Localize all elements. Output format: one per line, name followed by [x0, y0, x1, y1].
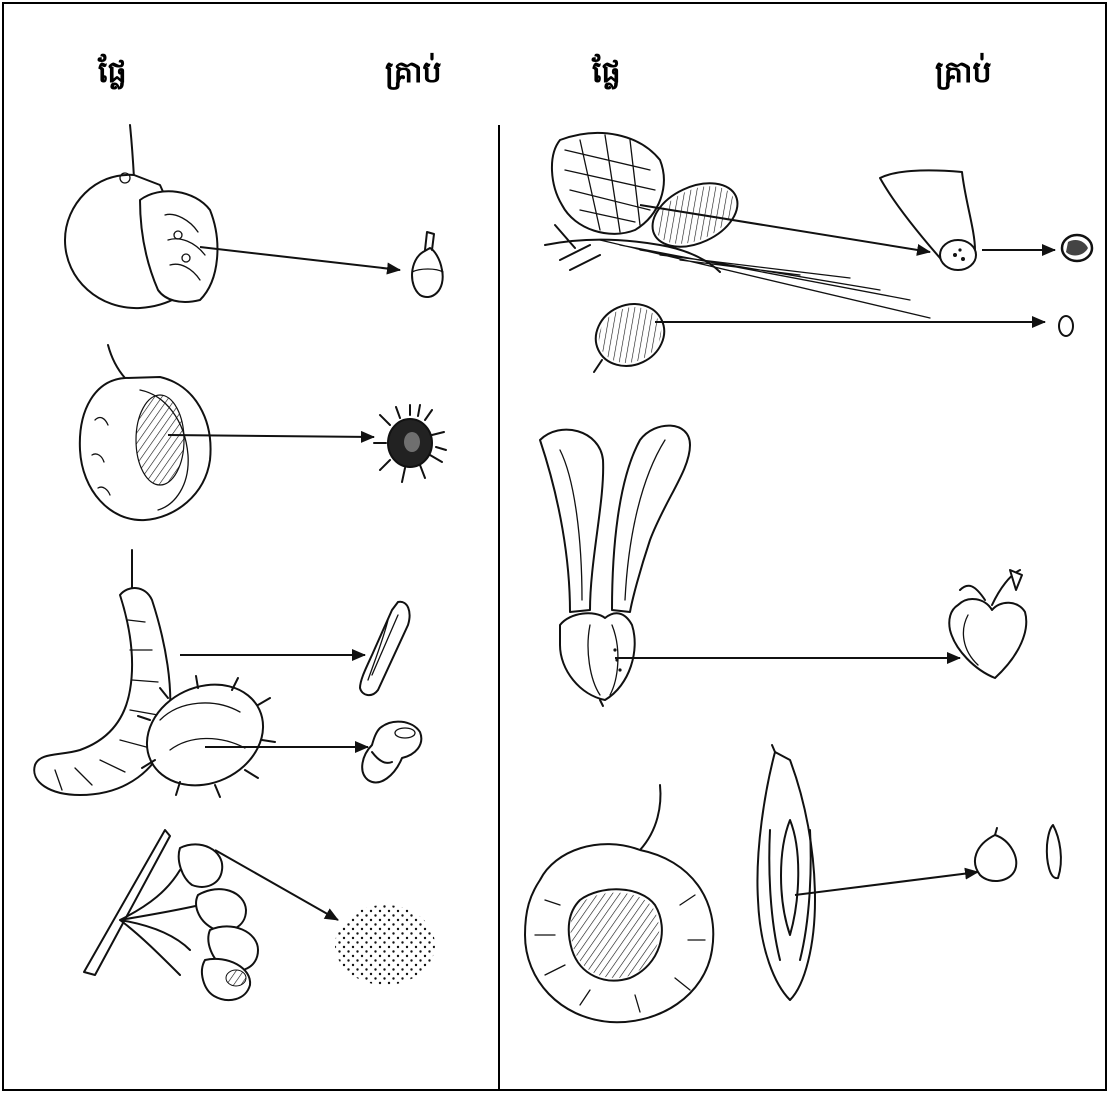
halved-fruit-icon — [80, 345, 211, 520]
round-fleshy-fruit-icon — [525, 785, 713, 1022]
elongated-seed-icon — [360, 602, 410, 695]
pine-seed-icon — [1062, 235, 1092, 261]
round-seed-icon — [975, 828, 1016, 881]
winged-seed-icon — [880, 170, 976, 270]
cut-orange-fruit-icon — [65, 125, 217, 308]
right-seed-header: គ្រាប់ — [935, 58, 992, 88]
winged-samara-icon — [540, 426, 690, 706]
dust-seeds-icon — [335, 905, 435, 985]
bean-seed-icon — [362, 722, 421, 783]
flower-cluster-fruit-icon — [84, 830, 258, 1000]
tiny-seed-icon — [1059, 316, 1073, 336]
left-seed-header: គ្រាប់ — [385, 58, 442, 88]
spiky-seed-icon — [374, 405, 446, 482]
left-fruit-header: ផ្លែ — [98, 58, 127, 88]
arrow-row4-right — [795, 872, 978, 895]
arrow-row1-left — [200, 247, 400, 270]
orange-seed-icon — [412, 232, 443, 297]
small-oval-seed-icon — [1047, 825, 1061, 878]
small-cone-icon — [586, 293, 675, 377]
heart-seed-icon — [949, 570, 1026, 678]
right-fruit-header: ផ្លែ — [592, 58, 621, 88]
pine-cone-icon — [545, 133, 930, 318]
split-pod-icon — [757, 745, 815, 1000]
